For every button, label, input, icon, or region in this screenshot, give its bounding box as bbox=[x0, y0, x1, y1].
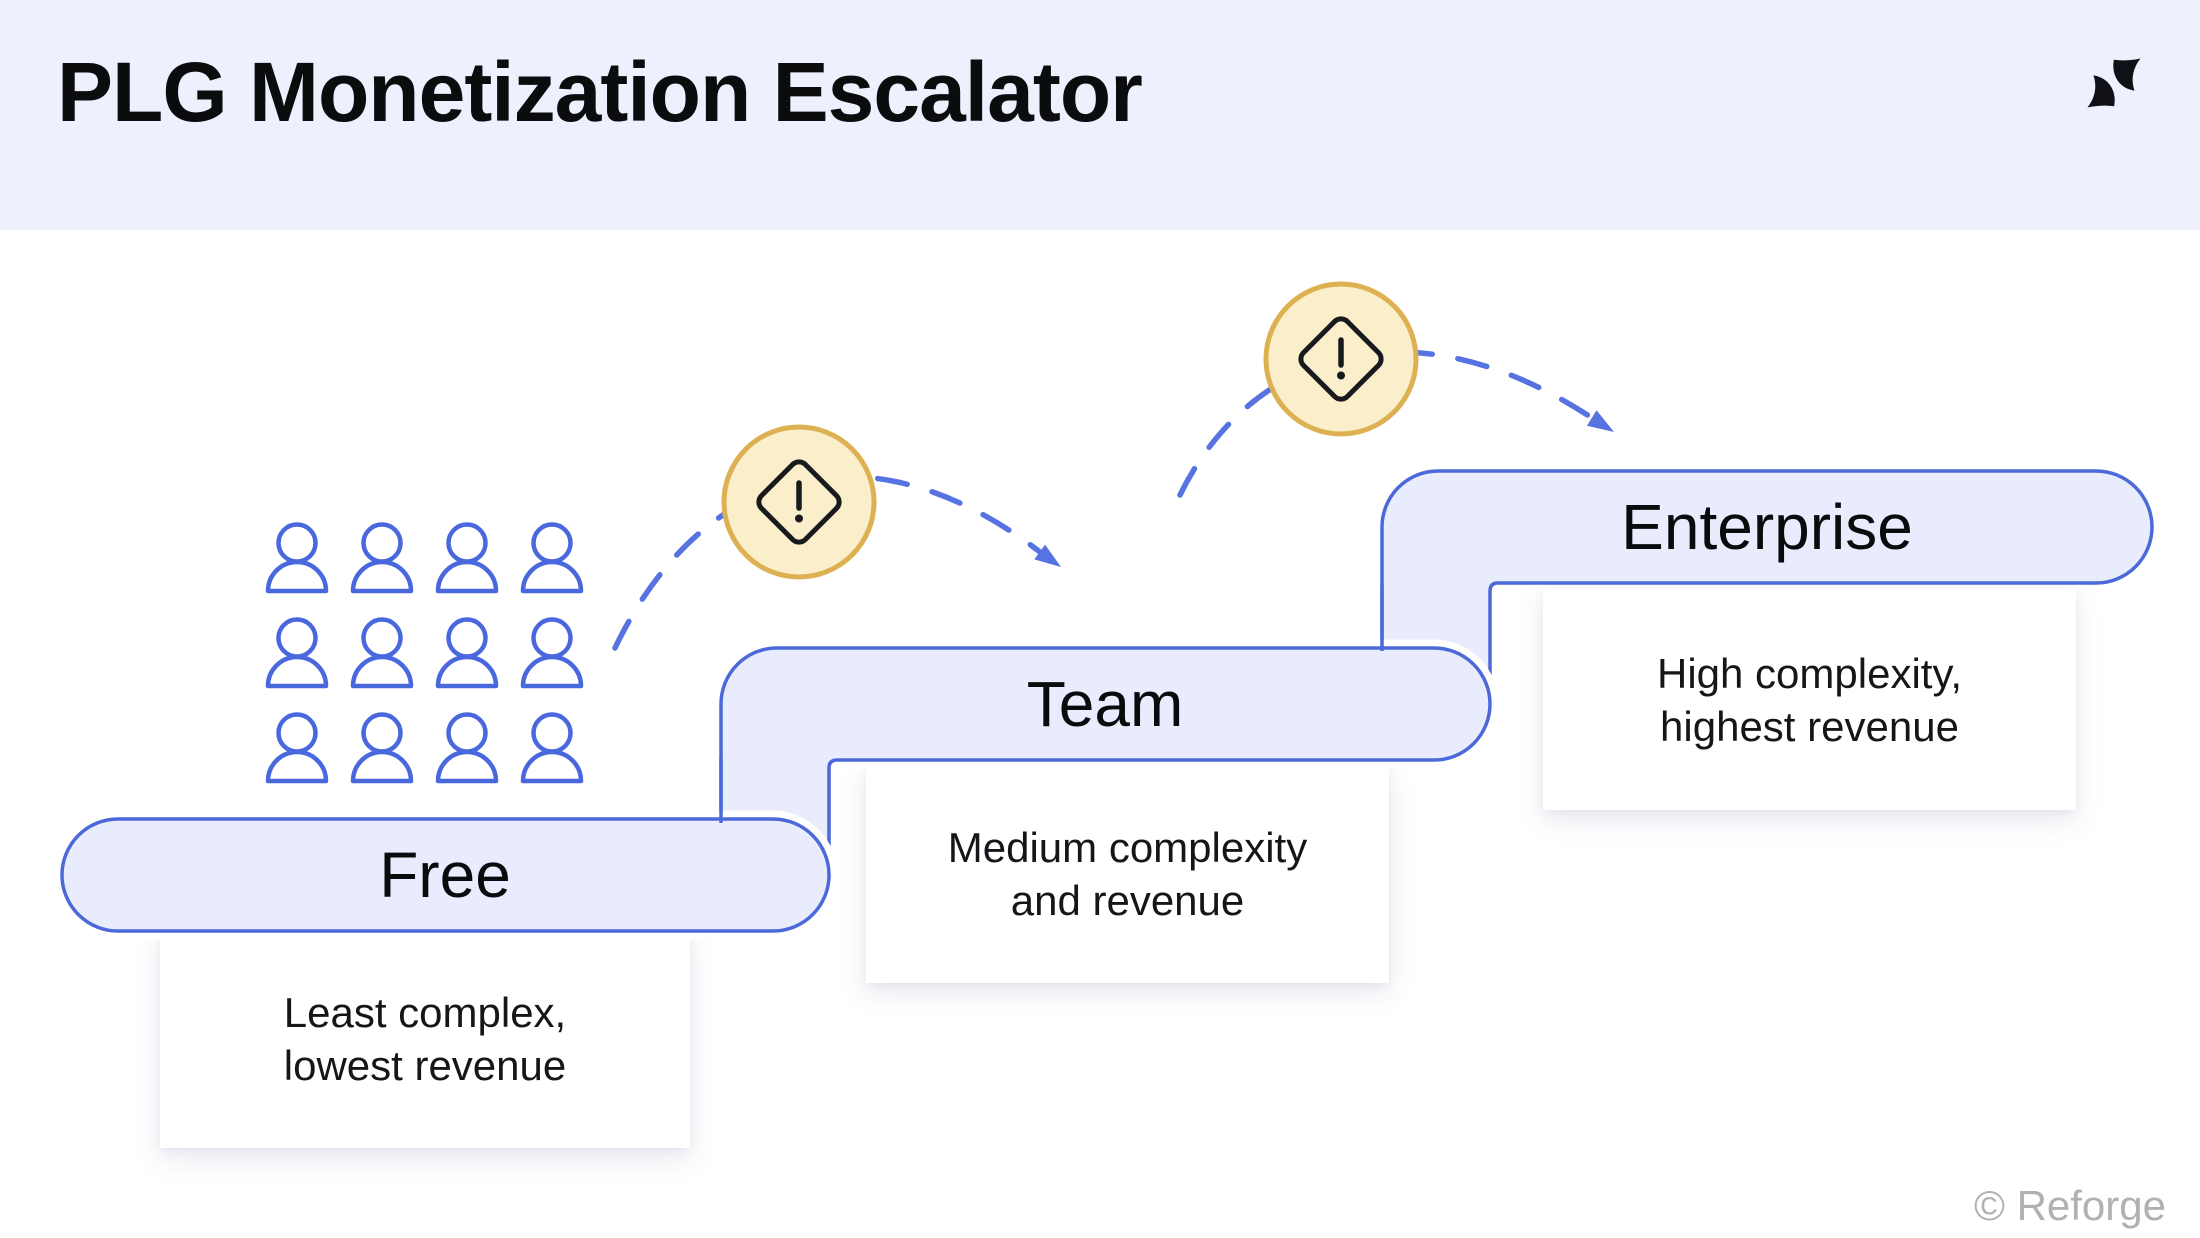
description-card-team: Medium complexity and revenue bbox=[866, 765, 1389, 983]
page-title: PLG Monetization Escalator bbox=[57, 45, 1143, 139]
card-text-line: High complexity, bbox=[1657, 649, 1962, 697]
copyright-watermark: © Reforge bbox=[1973, 1182, 2166, 1229]
card-text-line: and revenue bbox=[1010, 877, 1245, 924]
ascent-arrow-free-to-team bbox=[612, 473, 1061, 651]
card-text-line: Least complex, bbox=[283, 989, 567, 1036]
card-text-line: lowest revenue bbox=[283, 1042, 567, 1089]
person-icon bbox=[353, 620, 411, 687]
card-text-line: highest revenue bbox=[1660, 702, 1959, 750]
person-icon bbox=[353, 525, 411, 592]
ascent-arrow-team-to-enterprise bbox=[1177, 349, 1614, 498]
person-icon bbox=[268, 715, 326, 782]
arrowhead-icon bbox=[1034, 544, 1061, 567]
person-icon bbox=[523, 525, 581, 592]
person-icon bbox=[438, 715, 496, 782]
alert-diamond-icon bbox=[721, 424, 877, 580]
person-icon bbox=[523, 620, 581, 687]
person-icon bbox=[268, 525, 326, 592]
description-card-enterprise: High complexity, highest revenue bbox=[1543, 589, 2076, 810]
step-label-enterprise: Enterprise bbox=[1621, 491, 1913, 563]
person-icon bbox=[268, 620, 326, 687]
step-label-team: Team bbox=[1026, 668, 1184, 740]
step-label-free: Free bbox=[379, 839, 511, 911]
description-card-free: Least complex, lowest revenue bbox=[160, 930, 690, 1148]
person-icon bbox=[438, 620, 496, 687]
card-text-line: Medium complexity bbox=[947, 824, 1308, 871]
header-band: PLG Monetization Escalator bbox=[0, 0, 2200, 230]
person-icon bbox=[353, 715, 411, 782]
users-grid bbox=[268, 525, 581, 782]
person-icon bbox=[523, 715, 581, 782]
alert-diamond-icon bbox=[1263, 281, 1419, 437]
reforge-logo-icon bbox=[2087, 58, 2141, 108]
arrowhead-icon bbox=[1586, 410, 1614, 432]
person-icon bbox=[438, 525, 496, 592]
